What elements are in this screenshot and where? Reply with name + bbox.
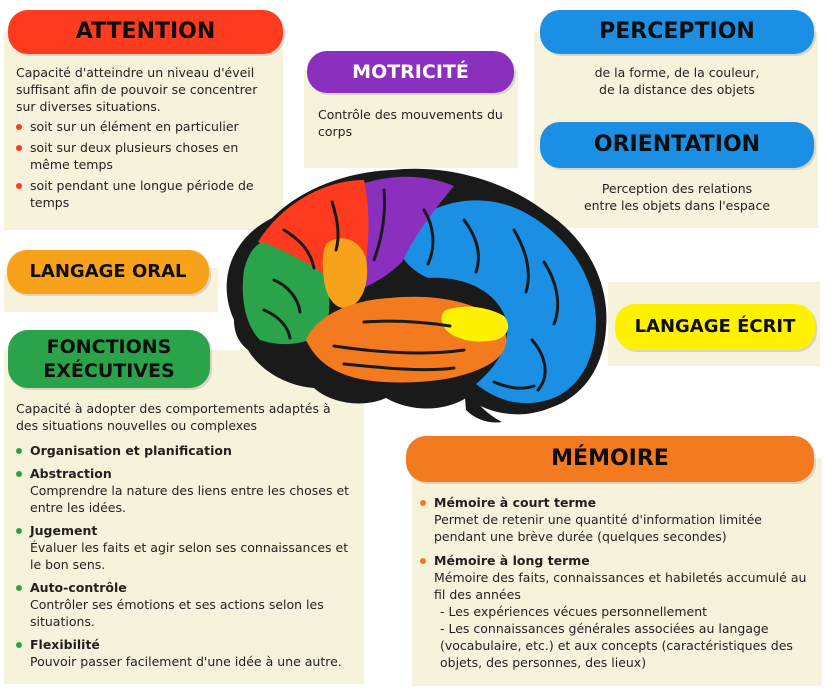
- broca-area: [322, 238, 368, 309]
- attention-bullet-1: soit sur un élément en particulier: [16, 118, 278, 135]
- fonctions-item-desc: Pouvoir passer facilement d'une idée à u…: [30, 654, 342, 669]
- bullet-dot: [16, 642, 22, 648]
- perception-description: de la forme, de la couleur, de la distan…: [540, 64, 814, 98]
- fonctions-item-desc: Contrôler ses émotions et ses actions se…: [30, 597, 324, 629]
- attention-list: soit sur un élément en particulier soit …: [16, 118, 278, 215]
- bullet-dot: [16, 471, 22, 477]
- fonctions-item-label: Flexibilité: [30, 637, 100, 652]
- memoire-header: MÉMOIRE: [406, 436, 814, 482]
- bullet-dot: [420, 500, 426, 506]
- langage-ecrit-header: LANGAGE ÉCRIT: [615, 304, 815, 350]
- perception-line-2: de la distance des objets: [599, 82, 755, 97]
- attention-bullet-2: soit sur deux plusieurs choses en même t…: [16, 139, 278, 173]
- brainstem: [464, 386, 502, 423]
- orientation-line-2: entre les objets dans l'espace: [583, 198, 771, 213]
- perception-line-1: de la forme, de la couleur,: [594, 65, 760, 80]
- fonctions-header: FONCTIONS EXÉCUTIVES: [8, 330, 210, 388]
- bullet-dot: [16, 124, 22, 130]
- attention-description: Capacité d'atteindre un niveau d'éveil s…: [16, 65, 258, 114]
- fonctions-title-line-2: EXÉCUTIVES: [43, 360, 175, 382]
- parietal-lobe: [396, 200, 596, 404]
- fonctions-panel: [4, 350, 364, 684]
- fonctions-item-label: Abstraction: [30, 466, 112, 481]
- memoire-subitem-1: - Les expériences vécues personnellement: [440, 604, 708, 619]
- fonctions-title-line-1: FONCTIONS: [46, 336, 172, 358]
- attention-bullet-text: soit sur un élément en particulier: [30, 119, 239, 134]
- fonctions-list: Organisation et planification Abstractio…: [16, 442, 356, 674]
- fonctions-item-1: Organisation et planification: [16, 442, 356, 459]
- memoire-subitem-2: - Les connaissances générales associées …: [440, 621, 793, 670]
- bullet-dot: [16, 183, 22, 189]
- brain-illustration: [226, 168, 607, 423]
- orientation-description: Perception des relations entre les objet…: [540, 180, 814, 214]
- attention-panel: [4, 32, 283, 230]
- memoire-item-label: Mémoire à court terme: [434, 495, 597, 510]
- langage-oral-header: LANGAGE ORAL: [7, 250, 209, 294]
- memoire-item-desc: Mémoire des faits, connaissances et habi…: [434, 570, 807, 602]
- bullet-dot: [16, 145, 22, 151]
- bullet-dot: [420, 558, 426, 564]
- memoire-item-desc: Permet de retenir une quantité d'informa…: [434, 512, 762, 544]
- wernicke-area: [441, 306, 509, 342]
- fonctions-item-label: Jugement: [30, 523, 98, 538]
- orientation-header: ORIENTATION: [540, 122, 814, 168]
- memoire-panel: [412, 458, 822, 686]
- bullet-dot: [16, 448, 22, 454]
- fonctions-item-label: Auto-contrôle: [30, 580, 127, 595]
- fonctions-item-label: Organisation et planification: [30, 443, 232, 458]
- attention-bullet-text: soit sur deux plusieurs choses en même t…: [30, 140, 239, 172]
- fonctions-item-desc: Évaluer les faits et agir selon ses conn…: [30, 540, 349, 572]
- fonctions-item-desc: Comprendre la nature des liens entre les…: [30, 483, 350, 515]
- fonctions-description: Capacité à adopter des comportements ada…: [16, 401, 331, 433]
- motricite-description: Contrôle des mouvements du corps: [318, 107, 503, 139]
- orientation-line-1: Perception des relations: [601, 181, 753, 196]
- attention-bullet-3: soit pendant une longue période de temps: [16, 177, 278, 211]
- bullet-dot: [16, 528, 22, 534]
- prefrontal-area: [242, 242, 330, 345]
- perception-header: PERCEPTION: [540, 10, 814, 54]
- attention-header: ATTENTION: [8, 10, 283, 54]
- bullet-dot: [16, 585, 22, 591]
- memoire-item-label: Mémoire à long terme: [434, 553, 590, 568]
- motricite-header: MOTRICITÉ: [307, 51, 514, 93]
- attention-bullet-text: soit pendant une longue période de temps: [30, 178, 254, 210]
